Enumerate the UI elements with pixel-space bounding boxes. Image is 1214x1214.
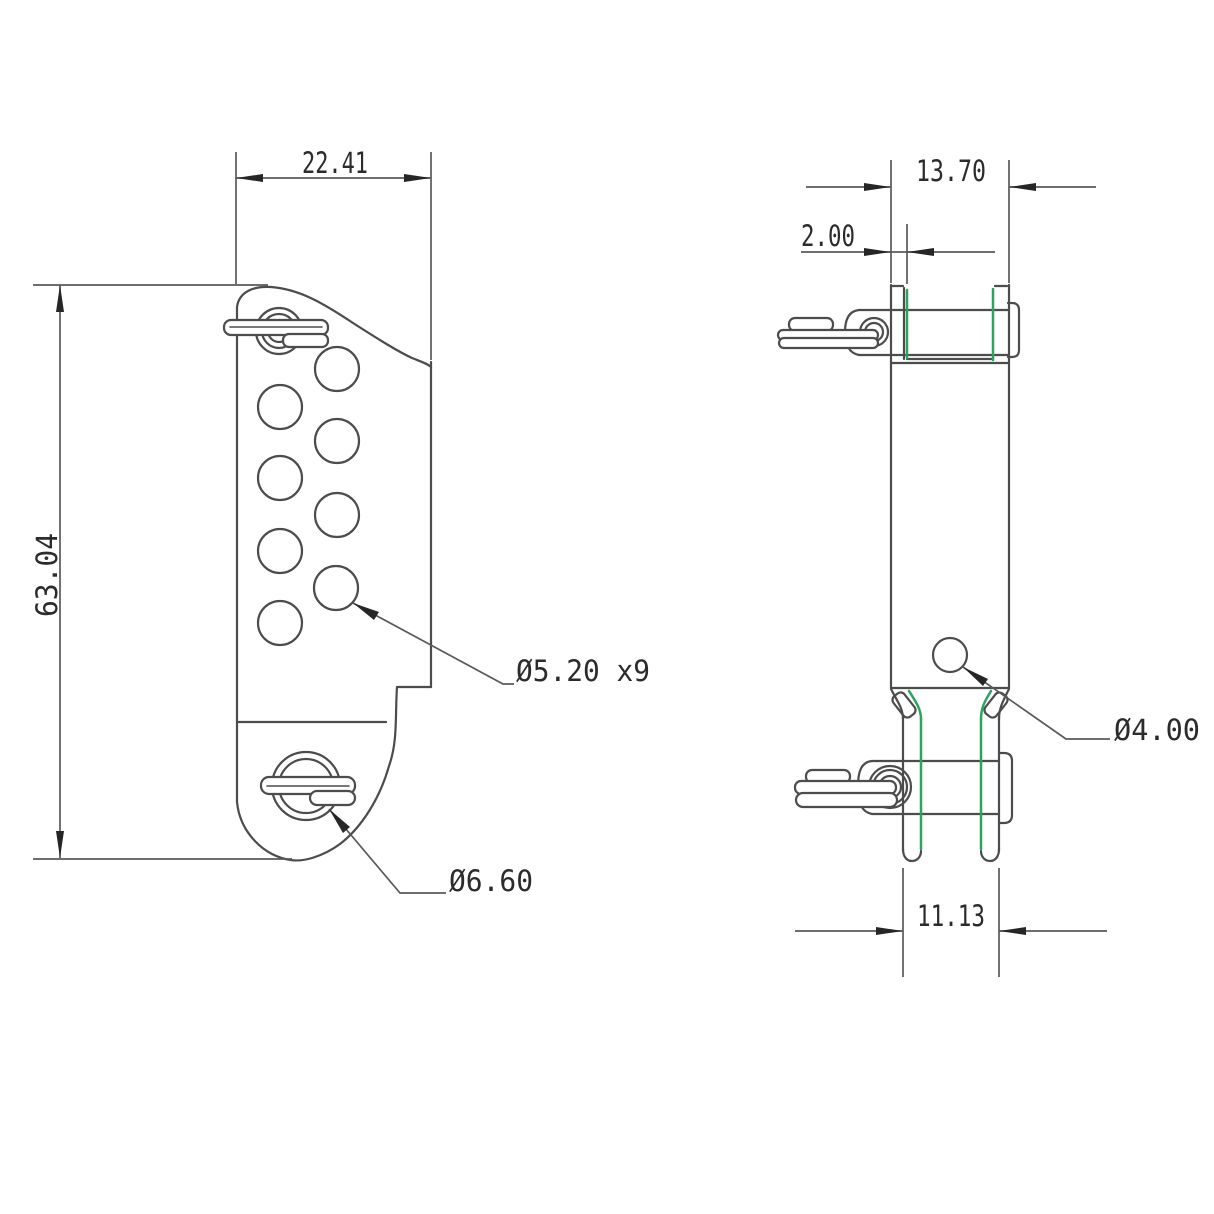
- arrowhead-layer: [56, 174, 1036, 935]
- top-ring-hook: [281, 332, 330, 349]
- leader-pin-front: [328, 808, 446, 894]
- bottom-pin-edges: [870, 759, 1001, 816]
- dim-width-side-label: 13.70: [916, 154, 986, 188]
- fork-leg-right-cap: [979, 847, 1001, 863]
- pin-diameter-label: Ø6.60: [449, 864, 533, 898]
- small-hole: [313, 345, 361, 393]
- arrowhead: [864, 248, 891, 256]
- top-pin-edges: [857, 308, 1010, 357]
- front-body-outline: [235, 285, 433, 862]
- leader-arrowhead: [329, 809, 350, 833]
- dim-width-front-label: 22.41: [302, 146, 368, 180]
- small-hole: [312, 564, 360, 612]
- dim-fork-side-label: 11.13: [917, 899, 985, 933]
- label-layer: 22.41 63.04 Ø5.20 x9 Ø6.60 13.70 2.00 Ø4…: [30, 146, 1200, 933]
- holes-diameter-label: Ø5.20 x9: [516, 654, 650, 688]
- top-pin-head-tab: [1006, 301, 1021, 359]
- bottom-pin-head-tab: [997, 751, 1014, 825]
- arrowhead: [404, 174, 431, 182]
- dimension-layer: [33, 152, 1110, 977]
- side-hole-diameter-label: Ø4.00: [1114, 713, 1200, 747]
- arrowhead: [876, 927, 903, 935]
- leader-arrowhead: [353, 603, 379, 620]
- leader-holes-front: [352, 602, 514, 685]
- fork-leg-left-cap: [901, 847, 923, 863]
- arrowhead: [999, 927, 1026, 935]
- fork-chamfer-left: [891, 691, 917, 719]
- green-edge-fork-right-curve: [979, 689, 993, 721]
- front-view: [222, 285, 433, 862]
- highlight-edge-layer: [905, 287, 995, 851]
- side-view: [776, 283, 1021, 863]
- small-hole: [256, 599, 304, 647]
- small-hole: [256, 527, 304, 575]
- small-hole: [313, 491, 361, 539]
- leader-arrowhead: [963, 667, 988, 686]
- dim-thickness-side-label: 2.00: [801, 219, 855, 253]
- outline-layer: [222, 283, 1021, 863]
- top-cotter-wire: [777, 336, 880, 350]
- bottom-ring-hook: [308, 789, 357, 807]
- dim-height-front-label: 63.04: [30, 533, 64, 617]
- bottom-cotter-wire: [794, 791, 899, 809]
- small-hole: [313, 417, 361, 465]
- side-hole: [931, 636, 969, 674]
- small-hole: [256, 454, 304, 502]
- arrowhead: [56, 285, 64, 312]
- green-edge-fork-left-curve: [907, 689, 923, 721]
- arrowhead: [907, 248, 934, 256]
- arrowhead: [56, 831, 64, 858]
- arrowhead: [1009, 183, 1036, 191]
- leader-hole-side: [962, 666, 1110, 740]
- arrowhead: [236, 174, 263, 182]
- arrowhead: [864, 183, 891, 191]
- small-hole: [256, 383, 304, 431]
